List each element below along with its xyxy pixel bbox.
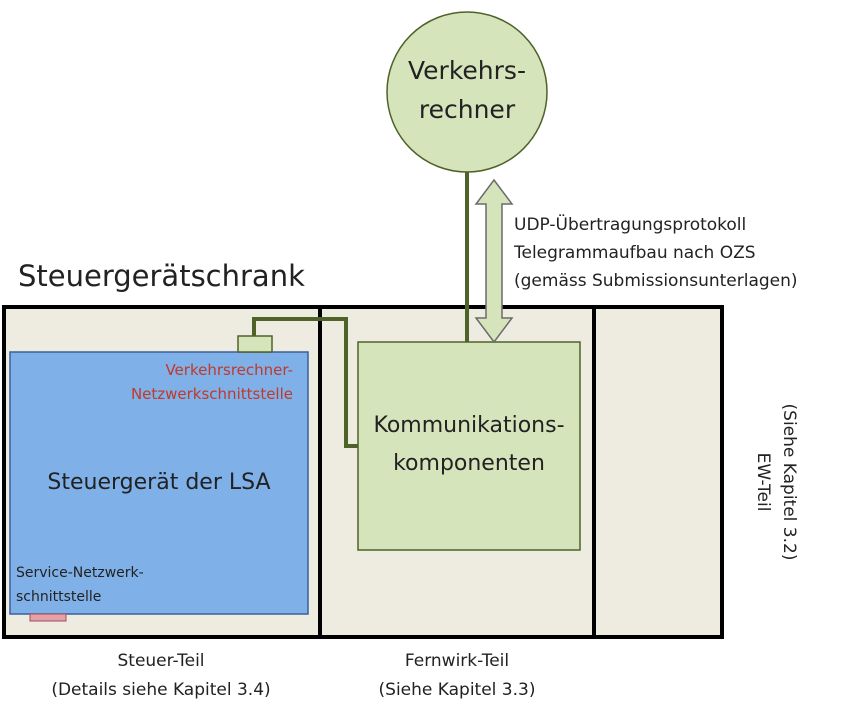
control-part-label-2: (Details siehe Kapitel 3.4) xyxy=(51,680,270,700)
protocol-line-3: (gemäss Submissionsunterlagen) xyxy=(514,271,798,291)
traffic-computer-label-2: rechner xyxy=(419,95,516,124)
remote-part-label-1: Fernwirk-Teil xyxy=(405,651,509,671)
communication-label-2: komponenten xyxy=(393,451,545,476)
service-interface-label-1: Service-Netzwerk- xyxy=(16,565,144,581)
controller-title: Steuergerät der LSA xyxy=(47,470,270,495)
protocol-line-2: Telegrammaufbau nach OZS xyxy=(513,243,756,263)
controller-box xyxy=(9,351,309,615)
ew-part-label-2: (Siehe Kapitel 3.2) xyxy=(779,404,799,561)
communication-components-box xyxy=(357,341,581,551)
cabinet-title: Steuergerätschrank xyxy=(18,259,305,293)
traffic-computer-node xyxy=(386,11,548,173)
service-network-port xyxy=(29,613,67,622)
traffic-computer-label-1: Verkehrs- xyxy=(408,56,526,85)
service-interface-label-2: schnittstelle xyxy=(16,589,101,605)
vr-interface-label-1: Verkehrsrechner- xyxy=(165,361,293,379)
vr-network-port xyxy=(237,335,273,353)
protocol-line-1: UDP-Übertragungsprotokoll xyxy=(514,213,746,235)
control-part-label-1: Steuer-Teil xyxy=(117,651,204,671)
bidirectional-arrow xyxy=(474,178,514,344)
ew-part-label-1: EW-Teil xyxy=(753,453,773,512)
vr-interface-label-2: Netzwerkschnittstelle xyxy=(131,385,293,403)
network-link xyxy=(252,317,358,448)
communication-label-1: Kommunikations- xyxy=(373,413,564,438)
remote-part-label-2: (Siehe Kapitel 3.3) xyxy=(379,680,536,700)
